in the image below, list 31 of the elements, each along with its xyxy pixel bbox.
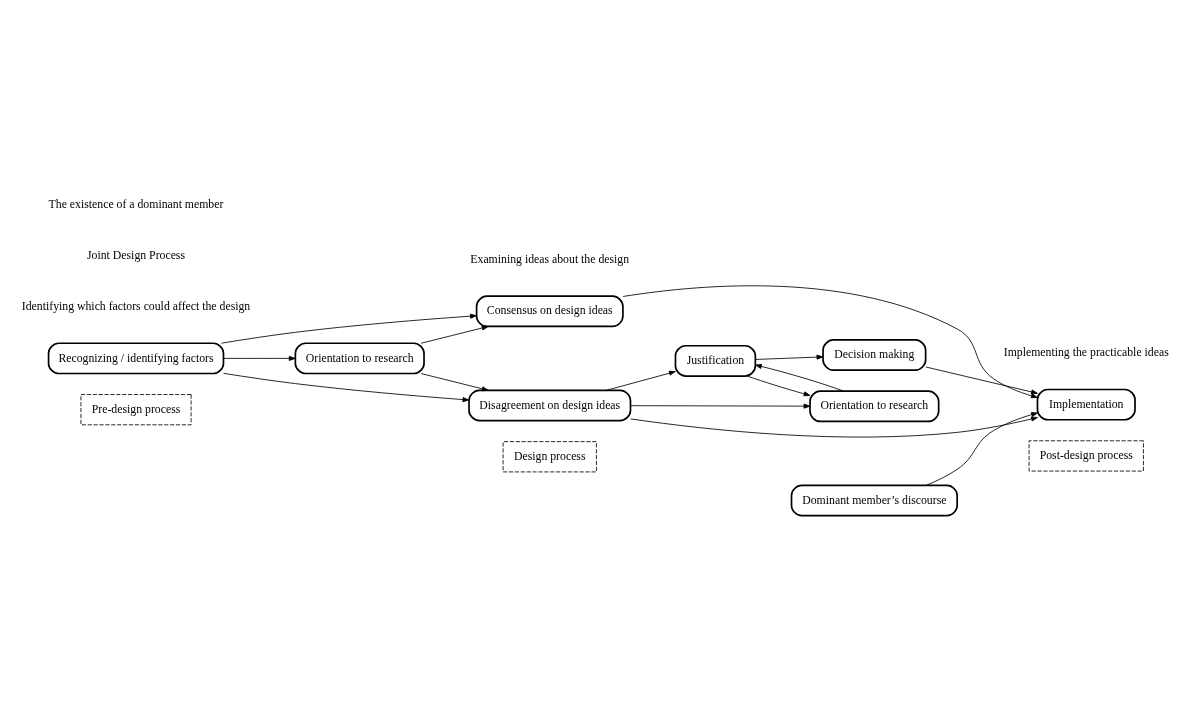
label: Joint Design Process — [87, 248, 186, 262]
label: Examining ideas about the design — [470, 253, 630, 267]
arrow — [605, 370, 676, 391]
node-box: Disagreement on design ideas — [468, 389, 632, 422]
arrow — [221, 313, 477, 344]
node-box: Recognizing / identifying factors — [47, 342, 225, 375]
arrow — [223, 355, 296, 361]
arrow — [746, 375, 811, 397]
node-box: Post-design process — [1028, 440, 1144, 472]
node-box: Justification — [674, 344, 757, 377]
arrow — [420, 373, 489, 392]
node-box: Implementation — [1036, 388, 1136, 421]
arrow — [755, 354, 824, 360]
arrow — [223, 372, 470, 403]
node-box: Pre-design process — [80, 394, 192, 426]
label: The existence of a dominant member — [48, 197, 224, 211]
node-box: Design process — [502, 441, 597, 473]
label: Identifying which factors could affect the design — [21, 300, 251, 314]
arrow — [622, 285, 1038, 399]
arrow — [420, 325, 489, 344]
node-box: Dominant member’s discourse — [790, 484, 958, 517]
arrow — [755, 364, 845, 392]
node-box: Orientation to research — [809, 390, 940, 423]
label: Implementing the practicable ideas — [1003, 346, 1169, 360]
arrow — [925, 366, 1038, 395]
node-box: Decision making — [822, 339, 927, 371]
node-box: Consensus on design ideas — [475, 295, 624, 328]
arrow — [630, 416, 1038, 438]
arrow — [925, 412, 1038, 486]
arrow — [630, 403, 811, 409]
node-box: Orientation to research — [294, 342, 425, 375]
